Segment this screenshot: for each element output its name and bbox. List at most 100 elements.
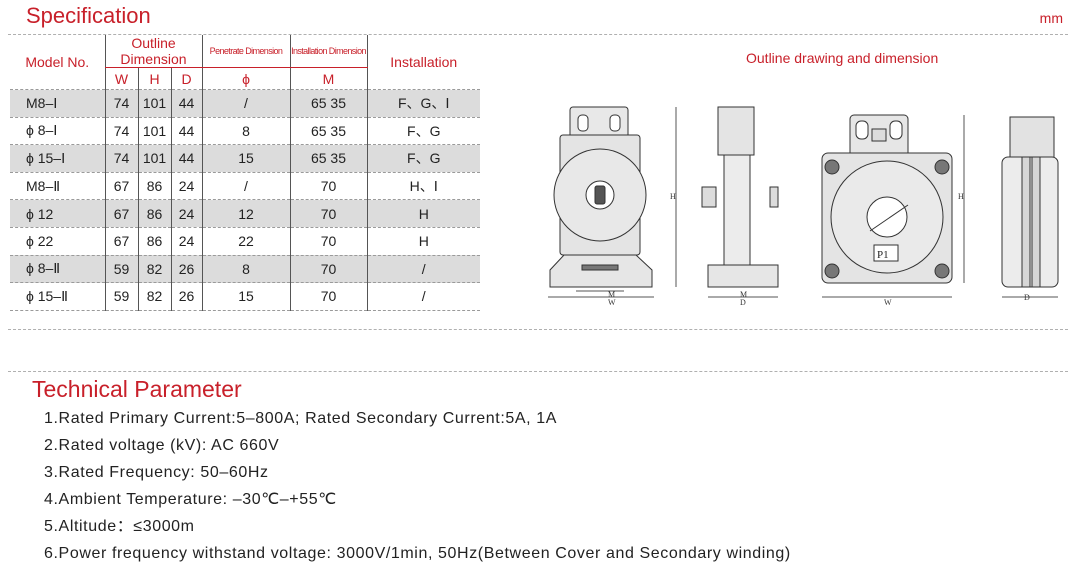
list-item: 2.Rated voltage (kV): AC 660V [44,437,280,454]
cell-h: 101 [137,144,171,173]
side-view-2 [701,106,779,298]
cell-phi: 15 [201,282,290,311]
dim-m-1: M [608,290,615,299]
cell-d: 24 [170,199,202,228]
cell-h: 86 [137,171,171,200]
cell-w: 74 [104,144,138,173]
table-row: ϕ 15–Ⅰ 74 101 44 15 65 35 F、G [10,144,480,173]
dim-h-1: H [670,192,676,201]
divider [8,34,1068,35]
cell-d: 44 [170,89,202,118]
cell-installation: F、G [366,144,480,173]
table-row: M8–Ⅰ 74 101 44 / 65 35 F、G、Ⅰ [10,89,480,118]
spec-table: Model No. Outline Dimension Penetrate Di… [10,35,480,311]
header-penetrate: Penetrate Dimension [201,35,290,68]
dim-h-3: H [958,192,964,201]
cell-installation: / [366,282,480,311]
header-m: M [289,67,367,90]
table-row: ϕ 8–Ⅱ 59 82 26 8 70 / [10,254,480,283]
dim-w-3: W [884,298,892,307]
cell-m: 65 35 [289,116,367,145]
cell-installation: H [366,199,480,228]
cell-phi: 22 [201,226,290,256]
cell-m: 70 [289,171,367,200]
cell-model: ϕ 12 [10,199,105,228]
table-row: M8–Ⅱ 67 86 24 / 70 H、Ⅰ [10,171,480,200]
cell-phi: 8 [201,254,290,283]
cell-phi: 8 [201,116,290,145]
spec-title: Specification [26,3,151,28]
cell-m: 70 [289,226,367,256]
cell-m: 70 [289,282,367,311]
dim-m-2: M [740,290,747,299]
header-installation: Installation [366,35,480,90]
header-d: D [170,67,202,90]
cell-h: 82 [137,254,171,283]
header-w: W [104,67,138,90]
front-view-3 [821,114,965,298]
dim-d-4: D [1024,293,1030,302]
header-model: Model No. [25,54,90,70]
cell-w: 67 [104,226,138,256]
cell-w: 74 [104,116,138,145]
cell-model: M8–Ⅱ [10,171,105,200]
header-outline: Outline Dimension [104,35,202,68]
cell-phi: 15 [201,144,290,173]
outline-drawing: M W H M D P1 W H D [548,106,1059,307]
header-phi: ϕ [201,67,290,90]
cell-h: 82 [137,282,171,311]
cell-h: 86 [137,199,171,228]
cell-w: 59 [104,282,138,311]
drawing-title: Outline drawing and dimension [746,50,939,66]
cell-d: 24 [170,171,202,200]
cell-h: 101 [137,116,171,145]
list-item: 6.Power frequency withstand voltage: 300… [44,545,791,562]
header-install-dim: Installation Dimension [289,35,367,68]
cell-model: ϕ 15–Ⅱ [10,282,105,311]
cell-h: 86 [137,226,171,256]
dim-w-1: W [608,298,616,307]
dim-d-2: D [740,298,746,307]
divider [8,329,1068,330]
unit-label: mm [1039,10,1063,26]
table-row: ϕ 12 67 86 24 12 70 H [10,199,480,228]
tech-title: Technical Parameter [32,376,242,402]
cell-model: ϕ 8–Ⅰ [10,116,105,145]
cell-w: 74 [104,89,138,118]
cell-installation: H、Ⅰ [366,171,480,200]
table-row: ϕ 22 67 86 24 22 70 H [10,226,480,256]
tech-list: 1.Rated Primary Current:5–800A; Rated Se… [44,405,791,567]
cell-model: ϕ 22 [10,226,105,256]
table-row: ϕ 15–Ⅱ 59 82 26 15 70 / [10,282,480,311]
front-view-1 [548,106,677,298]
cell-installation: F、G、Ⅰ [366,89,480,118]
cell-d: 24 [170,226,202,256]
cell-phi: 12 [201,199,290,228]
cell-model: ϕ 15–Ⅰ [10,144,105,173]
list-item: 5.Altitude：≤3000m [44,518,195,535]
cell-model: ϕ 8–Ⅱ [10,254,105,283]
list-item: 4.Ambient Temperature: –30℃–+55℃ [44,491,337,508]
cell-w: 67 [104,171,138,200]
header-h: H [137,67,171,90]
cell-m: 70 [289,199,367,228]
p1-label: P1 [877,249,889,261]
cell-installation: H [366,226,480,256]
divider [8,371,1068,372]
cell-model: M8–Ⅰ [10,89,105,118]
list-item: 1.Rated Primary Current:5–800A; Rated Se… [44,410,557,427]
table-row: ϕ 8–Ⅰ 74 101 44 8 65 35 F、G [10,116,480,145]
cell-d: 44 [170,116,202,145]
cell-h: 101 [137,89,171,118]
cell-installation: / [366,254,480,283]
cell-d: 26 [170,282,202,311]
cell-m: 70 [289,254,367,283]
cell-phi: / [201,171,290,200]
cell-m: 65 35 [289,89,367,118]
cell-d: 26 [170,254,202,283]
side-view-4 [1001,116,1059,298]
cell-installation: F、G [366,116,480,145]
cell-m: 65 35 [289,144,367,173]
list-item: 3.Rated Frequency: 50–60Hz [44,464,269,481]
cell-w: 59 [104,254,138,283]
